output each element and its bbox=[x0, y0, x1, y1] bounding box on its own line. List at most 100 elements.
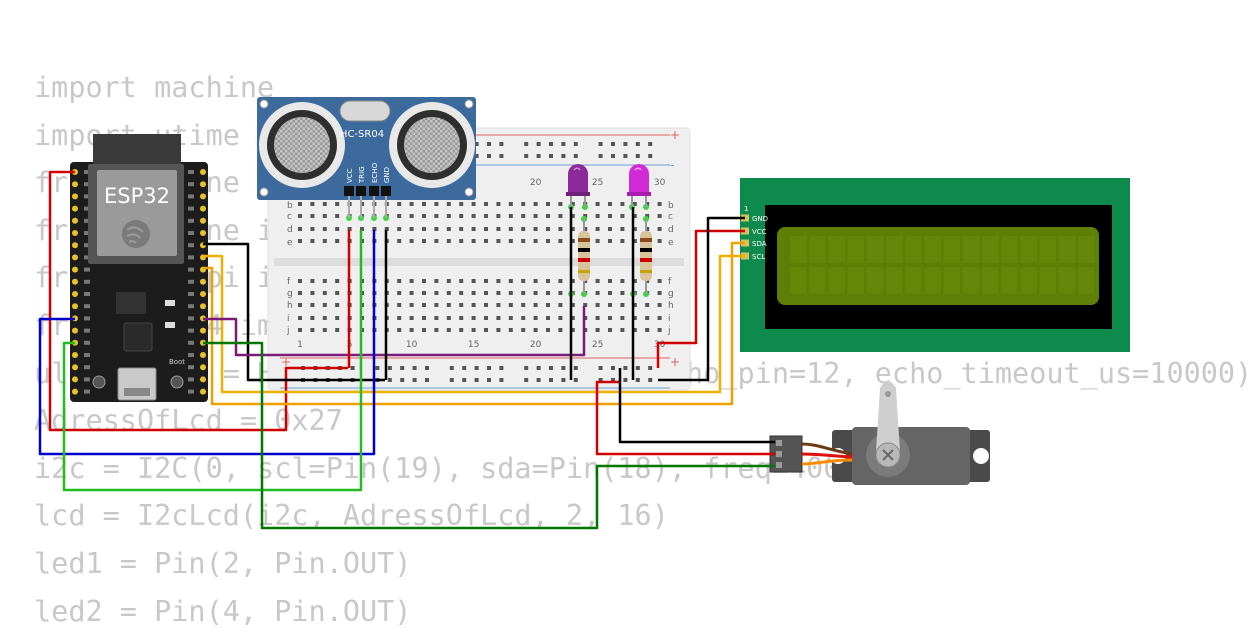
breadboard-hole bbox=[595, 328, 600, 332]
hcsr04-pin-header bbox=[369, 186, 379, 196]
rail-hole bbox=[524, 366, 529, 370]
hcsr04-pin-label: ECHO bbox=[371, 162, 379, 183]
row-letter: b bbox=[287, 201, 293, 211]
row-letter: f bbox=[668, 277, 672, 287]
breadboard-hole bbox=[558, 291, 563, 295]
breadboard-hole bbox=[546, 227, 550, 231]
rail-plus-label-bottom: + bbox=[670, 355, 680, 369]
breadboard-hole bbox=[533, 227, 538, 231]
esp32-pin-left bbox=[72, 364, 78, 371]
breadboard-hole bbox=[310, 279, 315, 283]
breadboard-hole bbox=[570, 279, 575, 283]
breadboard-hole bbox=[484, 279, 488, 283]
breadboard-hole bbox=[608, 328, 612, 332]
wire-dark-green-servo bbox=[203, 341, 775, 530]
esp32-pin-label-mark bbox=[84, 255, 90, 260]
breadboard-hole bbox=[335, 279, 340, 283]
esp32-pin-label-mark bbox=[188, 365, 194, 370]
boot-button[interactable] bbox=[170, 375, 184, 389]
breadboard-hole bbox=[496, 279, 501, 283]
rail-hole bbox=[400, 366, 405, 370]
servo-horn-hole bbox=[885, 391, 891, 397]
resistor-2 bbox=[640, 219, 652, 294]
breadboard-hole bbox=[298, 279, 302, 283]
breadboard-hole bbox=[397, 214, 402, 218]
rail-hole bbox=[598, 142, 603, 146]
rail-hole bbox=[499, 378, 504, 382]
hcsr04-pin-header bbox=[344, 186, 354, 196]
en-button[interactable] bbox=[92, 375, 106, 389]
breadboard-hole bbox=[508, 214, 513, 218]
breadboard-hole bbox=[459, 279, 464, 283]
esp32-regulator bbox=[116, 292, 146, 314]
rail-hole bbox=[474, 154, 479, 158]
breadboard-hole bbox=[657, 239, 662, 243]
esp32-pin-right bbox=[200, 376, 206, 383]
lcd-cell bbox=[1039, 267, 1056, 294]
esp32-pin-right bbox=[200, 193, 206, 200]
breadboard-hole bbox=[446, 202, 451, 206]
lcd-character-cells bbox=[790, 236, 1095, 294]
breadboard-hole bbox=[434, 239, 439, 243]
breadboard-hole bbox=[335, 202, 340, 206]
rail-hole bbox=[524, 378, 529, 382]
breadboard-hole bbox=[595, 279, 600, 283]
breadboard-hole bbox=[645, 214, 650, 218]
esp32-pin-label-mark bbox=[84, 389, 90, 394]
breadboard-hole bbox=[422, 328, 426, 332]
breadboard-hole bbox=[422, 239, 426, 243]
lcd-cell bbox=[924, 267, 941, 294]
wire-green-echo bbox=[62, 230, 363, 492]
usb-port-opening bbox=[124, 388, 150, 396]
lcd-pin-label: SCL bbox=[752, 253, 765, 261]
row-letter: d bbox=[287, 225, 293, 235]
breadboard-hole bbox=[310, 328, 315, 332]
rail-hole bbox=[536, 378, 541, 382]
breadboard-hole bbox=[322, 202, 327, 206]
breadboard-hole bbox=[409, 279, 414, 283]
breadboard-hole bbox=[620, 279, 625, 283]
esp32-pin-label-mark bbox=[188, 389, 194, 394]
esp32-pin-label-mark bbox=[188, 218, 194, 223]
code-line: import machine bbox=[34, 71, 275, 104]
esp32-pin-right bbox=[200, 327, 206, 334]
lcd-cell bbox=[1020, 236, 1037, 263]
row-letter: j bbox=[667, 326, 671, 336]
lcd-cell bbox=[790, 236, 807, 263]
esp32-led bbox=[165, 300, 175, 306]
breadboard-hole bbox=[422, 303, 426, 307]
breadboard-hole bbox=[570, 303, 575, 307]
esp32-pin-label-mark bbox=[188, 292, 194, 296]
breadboard-hole bbox=[434, 328, 439, 332]
hcsr04-left-transducer bbox=[259, 102, 345, 188]
esp32-pin-left bbox=[72, 278, 78, 285]
lcd-cell bbox=[1001, 267, 1018, 294]
servo-mount-hole-right bbox=[973, 448, 989, 464]
hcsr04-pin-label: TRIG bbox=[358, 166, 366, 184]
lcd-cell bbox=[866, 267, 884, 294]
esp32-pin-right bbox=[200, 352, 206, 358]
breadboard-hole bbox=[459, 214, 464, 218]
rail-hole bbox=[487, 142, 491, 146]
breadboard-hole bbox=[570, 214, 575, 218]
esp32-pin-label-mark bbox=[188, 316, 194, 321]
breadboard-hole bbox=[347, 227, 352, 231]
lcd-cell bbox=[790, 267, 807, 294]
breadboard-hole bbox=[620, 214, 625, 218]
boot-label: Boot bbox=[169, 358, 185, 366]
breadboard-hole bbox=[422, 279, 426, 283]
breadboard-center-channel bbox=[274, 258, 684, 266]
row-letter: e bbox=[668, 238, 674, 248]
esp32-pin-label-mark bbox=[188, 328, 194, 333]
esp32-pin-right bbox=[200, 303, 206, 310]
hcsr04-label: HC-SR04 bbox=[340, 129, 384, 140]
led-1-dome bbox=[568, 164, 588, 196]
breadboard-hole bbox=[496, 227, 501, 231]
breadboard-hole bbox=[459, 303, 464, 307]
breadboard-hole bbox=[533, 239, 538, 243]
breadboard-hole bbox=[521, 328, 526, 332]
esp32-pin-right bbox=[200, 181, 206, 188]
esp32-label: ESP32 bbox=[104, 184, 170, 208]
breadboard-hole bbox=[298, 291, 302, 295]
breadboard-hole bbox=[533, 279, 538, 283]
